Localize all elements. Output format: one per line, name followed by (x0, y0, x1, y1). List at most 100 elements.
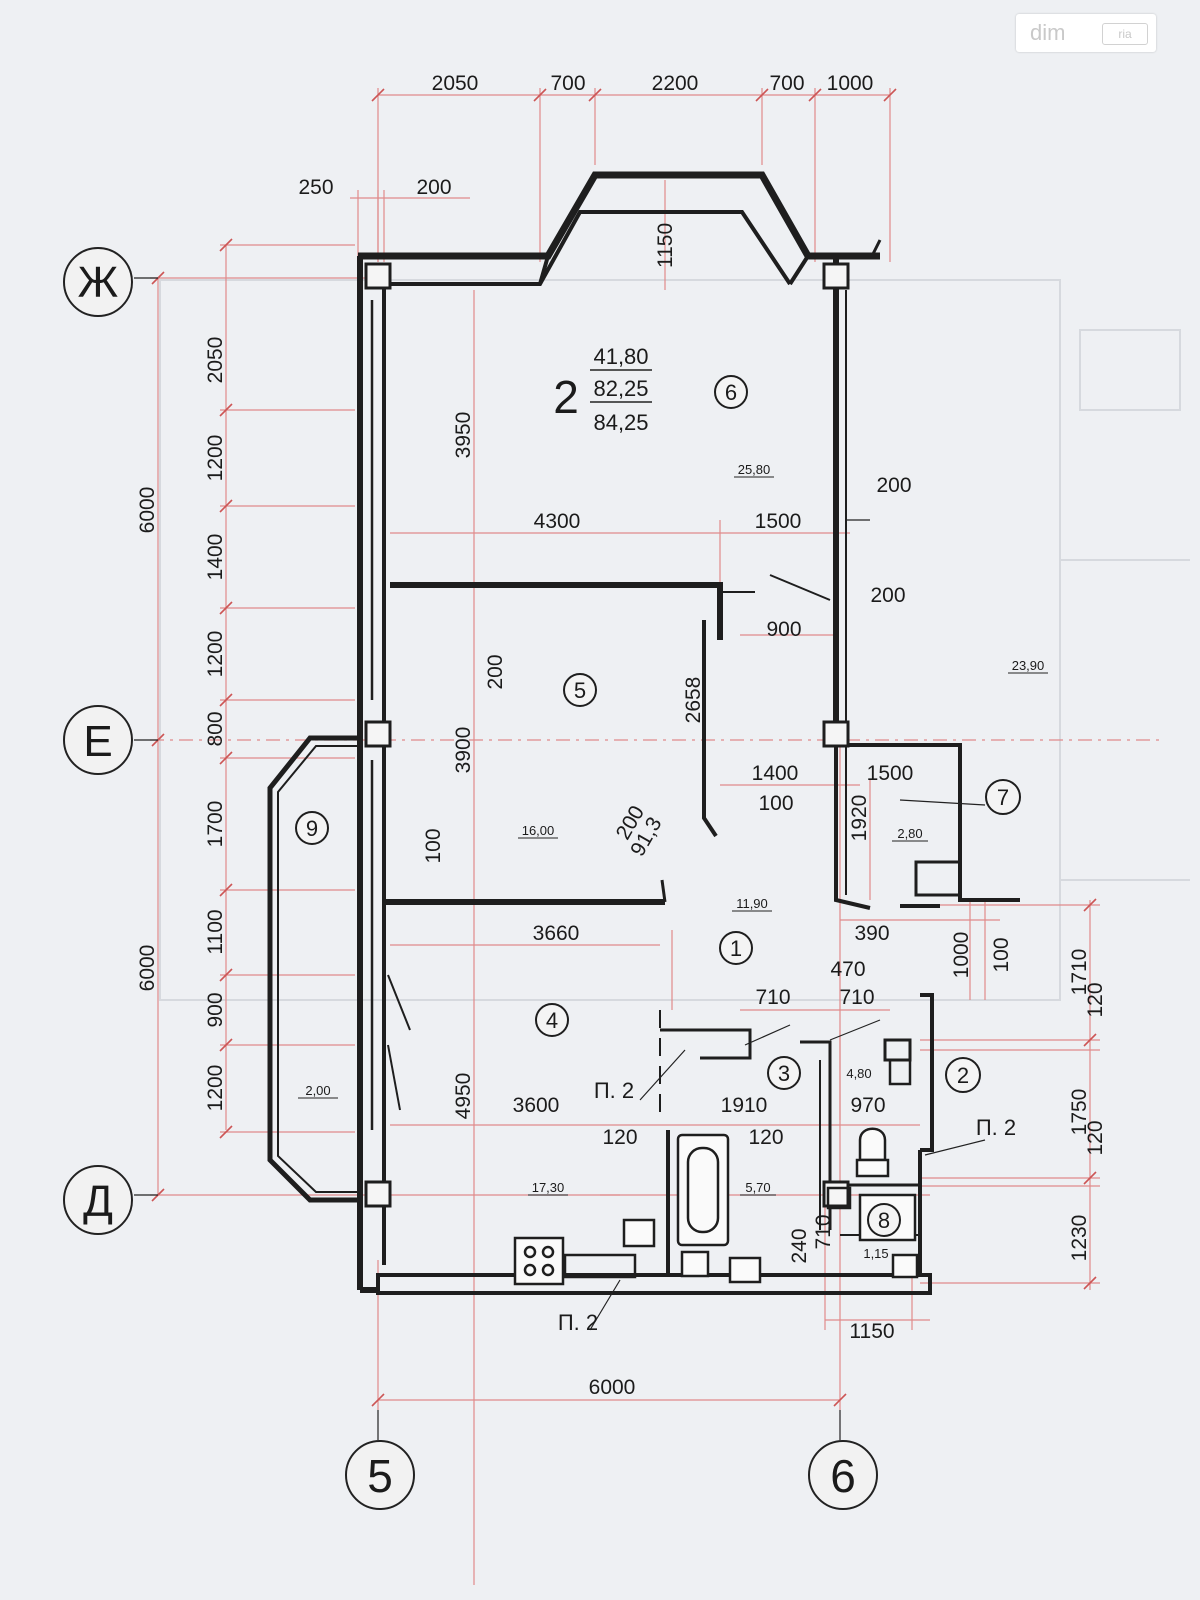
room-area-2: 4,80 (846, 1066, 871, 1081)
dim-in-100b: 100 (758, 792, 793, 815)
dim-top-2200: 2200 (652, 72, 699, 95)
dim-in-970: 970 (850, 1094, 885, 1117)
walls (357, 171, 1020, 1295)
dim-in-900: 900 (766, 618, 801, 641)
room-area-9: 2,00 (305, 1083, 330, 1098)
axis-bubble-6 (808, 1440, 878, 1510)
axis-label-e: Е (83, 717, 112, 766)
bathtub-icon (676, 1133, 730, 1247)
axis-label-zh: Ж (78, 258, 119, 307)
room-area-6: 25,80 (738, 462, 771, 477)
sink-icon-2 (728, 1256, 762, 1284)
dim-right-120a: 120 (1084, 982, 1107, 1017)
sink-icon (622, 1218, 656, 1248)
dim-in-2658: 2658 (682, 677, 705, 724)
dim-right-1710: 1710 (1068, 949, 1091, 996)
dim-top-250: 250 (298, 176, 333, 199)
toilet-icon (858, 1127, 887, 1162)
dim-left-6000b: 6000 (136, 945, 159, 992)
apartment-number: 2 (553, 371, 579, 423)
dim-bottom-1150: 1150 (849, 1320, 894, 1343)
room-area-8: 1,15 (863, 1246, 888, 1261)
dim-left-900: 900 (204, 992, 227, 1027)
dim-in-1500b: 1500 (867, 762, 914, 785)
apartment-area-total: 82,25 (593, 376, 648, 401)
dim-in-390: 390 (854, 922, 889, 945)
room-number-5: 5 (574, 678, 586, 703)
axis-bubble-5 (345, 1440, 415, 1510)
dim-in-1910: 1910 (721, 1094, 768, 1117)
stove-icon (513, 1236, 565, 1286)
dim-top-2050: 2050 (432, 72, 479, 95)
room-area-4: 17,30 (532, 1180, 565, 1195)
dim-in-3660: 3660 (533, 922, 580, 945)
note-p2-bottom: П. 2 (558, 1310, 598, 1335)
dim-bay-1150: 1150 (654, 223, 677, 268)
dim-in-3900: 3900 (452, 727, 475, 774)
room-area-3: 5,70 (745, 1180, 770, 1195)
dim-in-200c: 200 (484, 654, 507, 689)
dim-in-1920: 1920 (848, 795, 871, 842)
dim-in-470: 470 (830, 958, 865, 981)
dim-left-1200c: 1200 (204, 1065, 227, 1112)
dim-left-800: 800 (204, 711, 227, 746)
room-markers (295, 375, 1021, 1237)
dim-in-710b: 710 (839, 986, 874, 1009)
dim-in-200a: 200 (876, 474, 911, 497)
axis-bubble-zh (63, 247, 133, 317)
dim-in-100c: 100 (990, 937, 1013, 972)
axis-lines (134, 277, 841, 1440)
axis-label-6: 6 (830, 1450, 856, 1502)
axis-bubble-e (63, 705, 133, 775)
dim-in-710c: 710 (812, 1214, 835, 1249)
watermark-text: dim (1030, 20, 1066, 45)
dim-in-1500a: 1500 (755, 510, 802, 533)
note-p2-kitchen: П. 2 (594, 1078, 634, 1103)
apartment-area-balcony: 84,25 (593, 410, 648, 435)
room-area-5: 16,00 (522, 823, 555, 838)
room-number-6: 6 (725, 380, 737, 405)
room-number-7: 7 (997, 785, 1009, 810)
room-area-1: 11,90 (736, 896, 768, 911)
dim-in-200b: 200 (870, 584, 905, 607)
dim-left-1100: 1100 (204, 909, 227, 954)
dim-left-1200b: 1200 (204, 631, 227, 678)
apartment-area-living: 41,80 (593, 344, 648, 369)
dim-in-4950: 4950 (452, 1073, 475, 1120)
dim-right-1230: 1230 (1068, 1215, 1091, 1262)
dim-top-700b: 700 (769, 72, 804, 95)
watermark-logo: ria (1102, 23, 1148, 45)
room-number-8: 8 (878, 1208, 890, 1233)
dim-in-100a: 100 (422, 828, 445, 863)
axis-label-5: 5 (367, 1450, 393, 1502)
dim-left-1700: 1700 (204, 801, 227, 848)
room-number-1: 1 (730, 936, 742, 961)
note-leaders (589, 519, 986, 1331)
background-ghost (159, 279, 1190, 1001)
room-area-7: 2,80 (897, 826, 922, 841)
dim-top-200: 200 (416, 176, 451, 199)
room-number-3: 3 (778, 1061, 790, 1086)
axis-bubble-d (63, 1165, 133, 1235)
dim-in-3950: 3950 (452, 412, 475, 459)
room-number-4: 4 (546, 1008, 558, 1033)
dim-in-1000: 1000 (950, 932, 973, 979)
axis-label-d: Д (83, 1177, 113, 1226)
axis-bubbles (63, 247, 878, 1510)
note-p2-bath: П. 2 (976, 1115, 1016, 1140)
room-number-2: 2 (957, 1063, 969, 1088)
columns (364, 262, 850, 1208)
watermark-badge: dim ria (1016, 14, 1156, 52)
dim-in-120b: 120 (748, 1126, 783, 1149)
dim-top-700a: 700 (550, 72, 585, 95)
dim-in-710a: 710 (755, 986, 790, 1009)
dim-right-120b: 120 (1084, 1120, 1107, 1155)
dim-in-4300: 4300 (534, 510, 581, 533)
room-number-9: 9 (306, 816, 318, 841)
dim-top-1000: 1000 (827, 72, 874, 95)
balcony-outline (267, 735, 360, 1203)
dim-left-6000a: 6000 (136, 487, 159, 534)
dim-left-1400: 1400 (204, 534, 227, 581)
